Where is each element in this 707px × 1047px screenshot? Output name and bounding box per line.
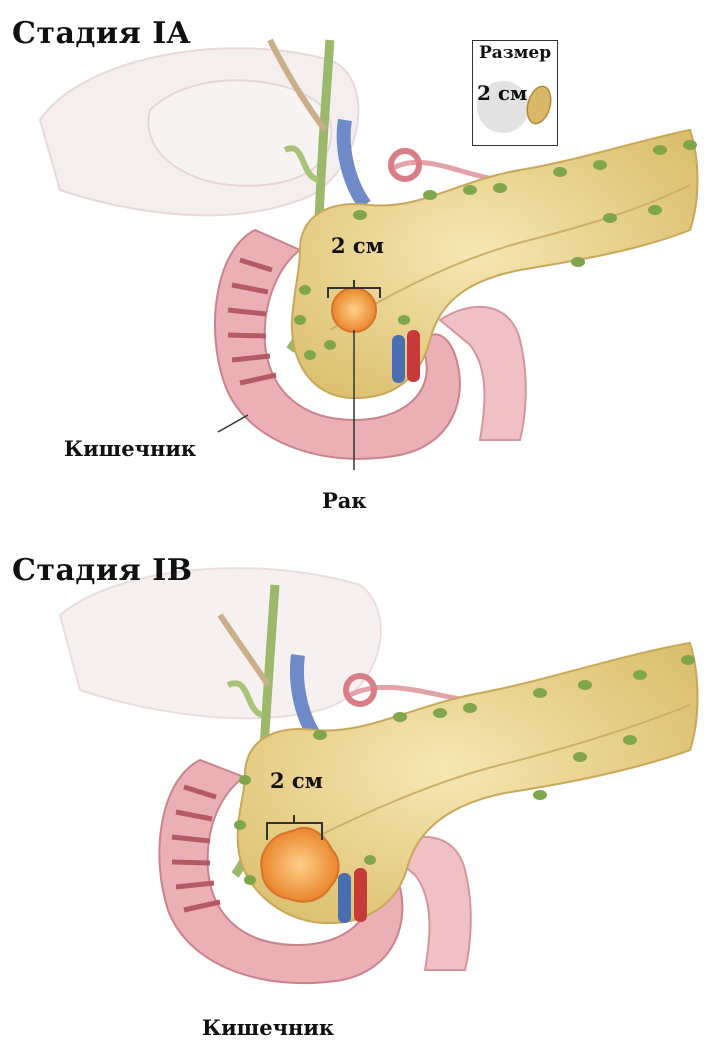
tumor-size-label: 2 см [331, 233, 384, 258]
intestine-label: Кишечник [202, 1015, 334, 1040]
size-box-value: 2 см [477, 81, 527, 105]
tumor [332, 288, 376, 332]
stage-ib-illustration [0, 525, 707, 1047]
size-reference-box: Размер 2 см [472, 40, 558, 146]
cancer-label: Рак [322, 488, 367, 513]
tumor-size-label: 2 см [270, 768, 323, 793]
stage-ia-panel: Стадия IA Размер 2 см 2 см Кишечник Рак [0, 0, 707, 520]
mesenteric-artery [354, 868, 367, 922]
mesenteric-vein [338, 873, 351, 923]
mesenteric-vein [392, 335, 405, 383]
background-organ-shape [60, 568, 381, 718]
stage-ib-title: Стадия IB [12, 553, 193, 588]
mesenteric-artery [407, 330, 420, 382]
stage-ia-title: Стадия IA [12, 16, 191, 51]
intestine-leader-line [218, 415, 248, 432]
stage-ib-panel: Стадия IB 2 см Кишечник [0, 525, 707, 1047]
intestine-label: Кишечник [64, 436, 196, 461]
